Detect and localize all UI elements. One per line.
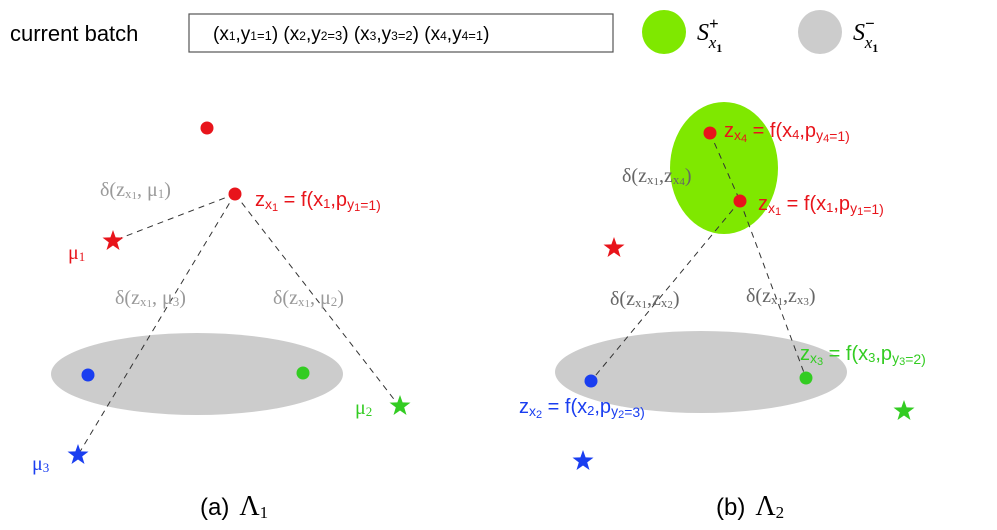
red-point-top bbox=[200, 121, 214, 135]
edge-zx1-mu3 bbox=[77, 193, 236, 456]
zx1-label-a: zx1 = f(x1,py1=1) bbox=[255, 189, 381, 214]
delta-zx1-zx2-label: δ(zx1,zx2) bbox=[610, 288, 680, 311]
delta-zx1-mu3-label: δ(zx1, μ3) bbox=[115, 287, 186, 310]
zx2-point bbox=[584, 374, 598, 388]
batch-content: (x1,y1=1) (x2,y2=3) (x3,y3=2) (x4,y4=1) bbox=[213, 24, 489, 45]
mu1-star-b bbox=[603, 237, 625, 257]
panel-b: zx4 = f(x4,py4=1) zx1 = f(x1,py1=1) zx3 … bbox=[519, 102, 926, 522]
legend-negative-label: S−x1 bbox=[853, 14, 878, 55]
mu2-star-b bbox=[893, 400, 915, 420]
mu1-label: μ1 bbox=[68, 242, 85, 264]
edge-zx1-mu2 bbox=[234, 193, 401, 408]
delta-zx1-mu2-label: δ(zx1, μ2) bbox=[273, 287, 344, 310]
legend-positive-label: S+x1 bbox=[697, 14, 722, 55]
zx1-point bbox=[228, 187, 242, 201]
delta-zx1-zx3-label: δ(zx1,zx3) bbox=[746, 285, 816, 308]
mu2-label: μ2 bbox=[355, 397, 372, 419]
legend-negative-swatch bbox=[798, 10, 842, 54]
mu3-star-b bbox=[572, 450, 594, 470]
zx3-label: zx3 = f(x3,py3=2) bbox=[800, 343, 926, 368]
green-point bbox=[296, 366, 310, 380]
positive-region-b bbox=[670, 102, 778, 234]
negative-region-a bbox=[51, 333, 343, 415]
mu3-label: μ3 bbox=[32, 453, 49, 475]
edge-zx1-zx4 bbox=[709, 132, 741, 202]
mu1-star bbox=[102, 230, 124, 250]
edge-zx1-zx3 bbox=[739, 200, 807, 379]
mu3-star bbox=[67, 444, 89, 464]
caption-b: (b)Λ2 bbox=[716, 491, 784, 522]
edge-zx1-zx2 bbox=[590, 200, 741, 382]
negative-region-b bbox=[555, 331, 847, 413]
zx1-label-b: zx1 = f(x1,py1=1) bbox=[758, 193, 884, 218]
zx1-point-b bbox=[733, 194, 747, 208]
zx4-label: zx4 = f(x4,py4=1) bbox=[724, 120, 850, 145]
delta-zx1-zx4-label: δ(zx1,zx4) bbox=[622, 165, 692, 188]
zx2-label: zx2 = f(x2,py2=3) bbox=[519, 396, 645, 421]
caption-a: (a)Λ1 bbox=[200, 491, 268, 522]
batch-box bbox=[188, 13, 614, 53]
zx4-point bbox=[703, 126, 717, 140]
panel-a: zx1 = f(x1,py1=1) μ1 μ2 μ3 δ(zx1, μ1) δ(… bbox=[32, 121, 411, 522]
delta-zx1-mu1-label: δ(zx1, μ1) bbox=[100, 179, 171, 202]
batch-label: current batch bbox=[10, 21, 138, 46]
zx3-point bbox=[799, 371, 813, 385]
legend-positive-swatch bbox=[642, 10, 686, 54]
blue-point bbox=[81, 368, 95, 382]
